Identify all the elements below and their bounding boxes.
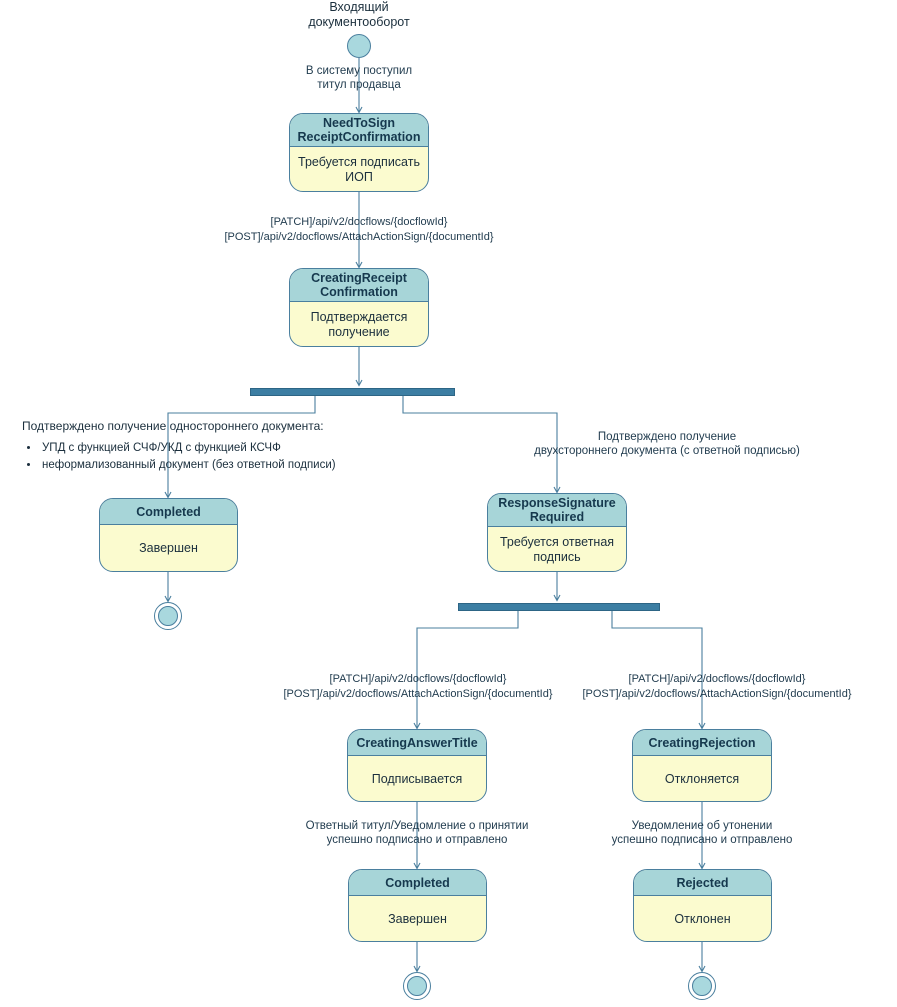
list-item: неформализованный документ (без ответной… [40, 457, 460, 474]
list-item: УПД с функцией СЧФ/УКД с функцией КСЧФ [40, 440, 460, 457]
state-header: CreatingReceipt Confirmation [290, 269, 428, 302]
guard-label-one-sided-list: УПД с функцией СЧФ/УКД с функцией КСЧФ н… [22, 440, 460, 474]
state-response-signature-required[interactable]: ResponseSignature Required Требуется отв… [487, 493, 627, 572]
fork-bar-1 [250, 388, 455, 396]
state-body: Требуется подписать ИОП [298, 154, 420, 184]
edge-label-start-to-needtosign: В систему поступил титул продавца [305, 65, 413, 91]
state-completed-left[interactable]: Completed Завершен [99, 498, 238, 572]
state-body: Отклоняется [664, 771, 740, 786]
state-header: Rejected [634, 870, 771, 896]
state-body: Подписывается [371, 771, 463, 786]
state-need-to-sign-receipt-confirmation[interactable]: NeedToSign ReceiptConfirmation Требуется… [289, 113, 429, 192]
state-body: Завершен [139, 541, 198, 555]
edge-label-fork2-right-api: [PATCH]/api/v2/docflows/{docflowId} [POS… [582, 673, 852, 700]
state-completed-bottom[interactable]: Completed Завершен [348, 869, 487, 942]
state-body: Подтверждается получение [310, 309, 408, 339]
state-header: Completed [349, 870, 486, 896]
edge-label-answertitle-to-completed: Ответный титул/Уведомление о принятии ус… [305, 820, 529, 846]
edge-label-rejection-to-rejected: Уведомление об утонении успешно подписан… [611, 820, 793, 846]
start-node[interactable] [347, 34, 371, 58]
end-node-completed[interactable] [403, 972, 431, 1000]
state-header: NeedToSign ReceiptConfirmation [290, 114, 428, 147]
state-rejected[interactable]: Rejected Отклонен [633, 869, 772, 942]
state-creating-rejection[interactable]: CreatingRejection Отклоняется [632, 729, 772, 802]
state-header: ResponseSignature Required [488, 494, 626, 527]
fork-bar-2 [458, 603, 660, 611]
state-creating-answer-title[interactable]: CreatingAnswerTitle Подписывается [347, 729, 487, 802]
state-header: CreatingAnswerTitle [348, 730, 486, 756]
guard-label-one-sided-title: Подтверждено получение одностороннего до… [22, 419, 324, 433]
diagram-title: Входящий документооборот [308, 0, 410, 29]
guard-label-two-sided: Подтверждено получение двухстороннего до… [534, 431, 800, 457]
end-node-left[interactable] [154, 602, 182, 630]
edge-label-fork2-left-api: [PATCH]/api/v2/docflows/{docflowId} [POS… [283, 673, 553, 700]
end-node-rejected[interactable] [688, 972, 716, 1000]
state-header: Completed [100, 499, 237, 525]
edge-label-needtosign-to-creatingreceipt: [PATCH]/api/v2/docflows/{docflowId} [POS… [224, 216, 494, 243]
state-creating-receipt-confirmation[interactable]: CreatingReceipt Confirmation Подтверждае… [289, 268, 429, 347]
state-body: Отклонен [674, 911, 731, 926]
state-header: CreatingRejection [633, 730, 771, 756]
state-body: Требуется ответная подпись [499, 534, 615, 564]
state-body: Завершен [388, 911, 447, 926]
